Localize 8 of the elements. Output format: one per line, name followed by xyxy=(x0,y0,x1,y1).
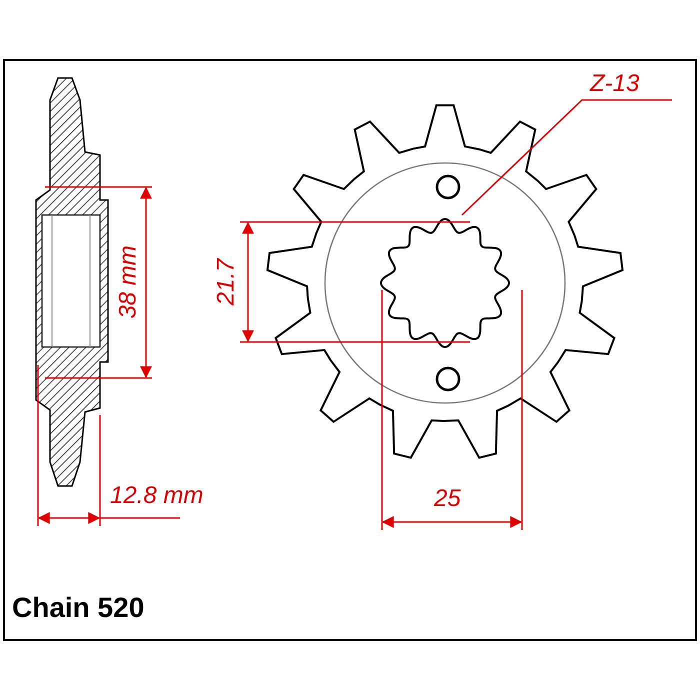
tooth-count-label: Z-13 xyxy=(590,72,640,96)
leader-line xyxy=(461,99,672,216)
dimension-label: 12.8 mm xyxy=(110,484,204,508)
dimension-label: 25 xyxy=(434,487,461,511)
chain-size-label: Chain 520 xyxy=(12,594,144,622)
sprocket-front-drawing xyxy=(266,104,624,459)
dimension-label: 21.7 xyxy=(214,258,238,306)
dimension-label: 38 mm xyxy=(116,245,140,319)
